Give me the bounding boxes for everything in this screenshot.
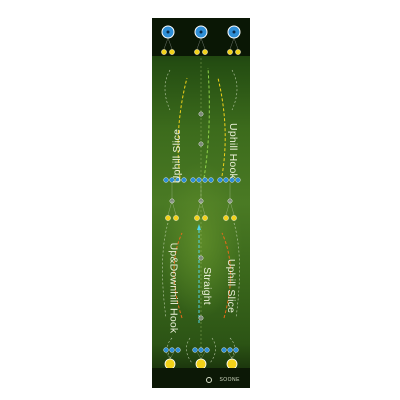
arrow-straight — [197, 224, 201, 230]
mid-tee-markers — [163, 177, 241, 183]
mat-markings — [161, 25, 241, 370]
bottom-start-markers — [164, 358, 238, 370]
label-uphill-slice-top: Uphill Slice — [171, 128, 184, 184]
line-uphill-hook — [217, 77, 226, 177]
line-up-downhill-hook — [173, 232, 183, 319]
line-center-top — [203, 67, 210, 179]
label-uphill-slice-bottom: Uphill Slice — [225, 258, 238, 314]
line-uphill-slice-bottom — [221, 232, 231, 319]
label-straight: Straight — [200, 267, 213, 305]
top-markers — [161, 49, 241, 55]
label-uphill-hook: Uphill Hook — [226, 123, 239, 179]
mat-footer: SOONE — [152, 368, 250, 388]
putting-mat: Uphill Slice Uphill Hook Up&Downhill Hoo… — [152, 18, 250, 388]
line-uphill-slice-top — [177, 77, 188, 179]
brand-name: SOONE — [219, 377, 240, 383]
top-holes — [161, 25, 241, 39]
bottom-tee-markers — [163, 347, 239, 353]
label-up-downhill-hook: Up&Downhill Hook — [167, 242, 180, 334]
brand-logo-icon — [206, 377, 212, 383]
mid-yellow-markers — [165, 215, 237, 221]
